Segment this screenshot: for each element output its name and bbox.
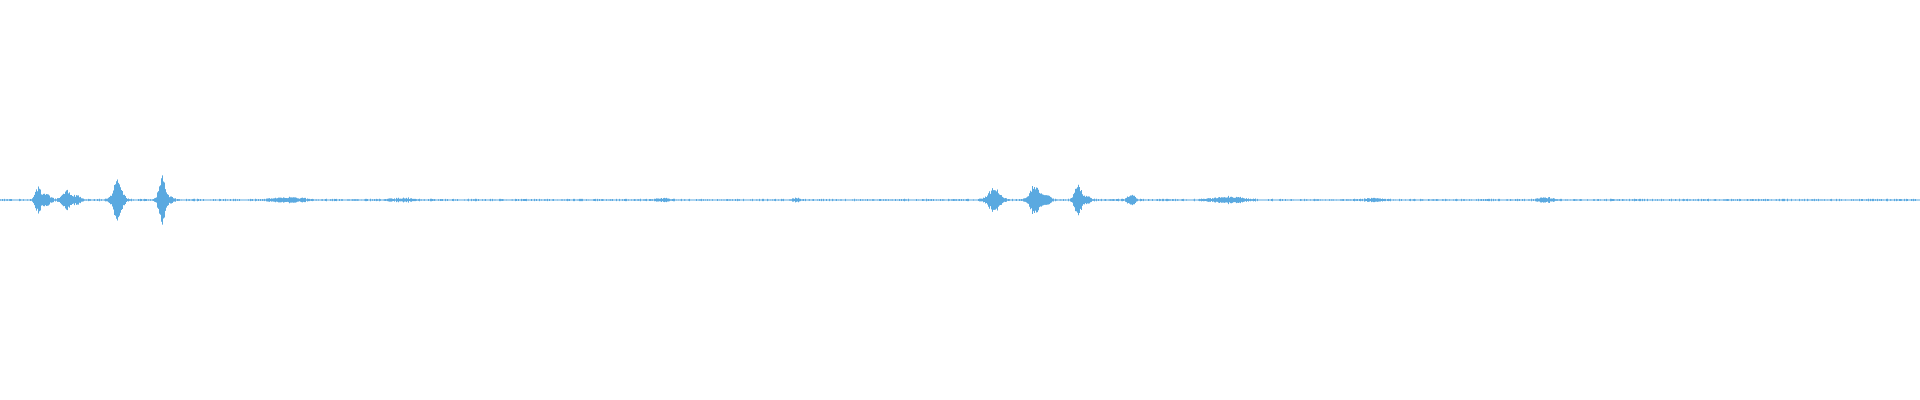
waveform-signal xyxy=(0,175,1920,225)
